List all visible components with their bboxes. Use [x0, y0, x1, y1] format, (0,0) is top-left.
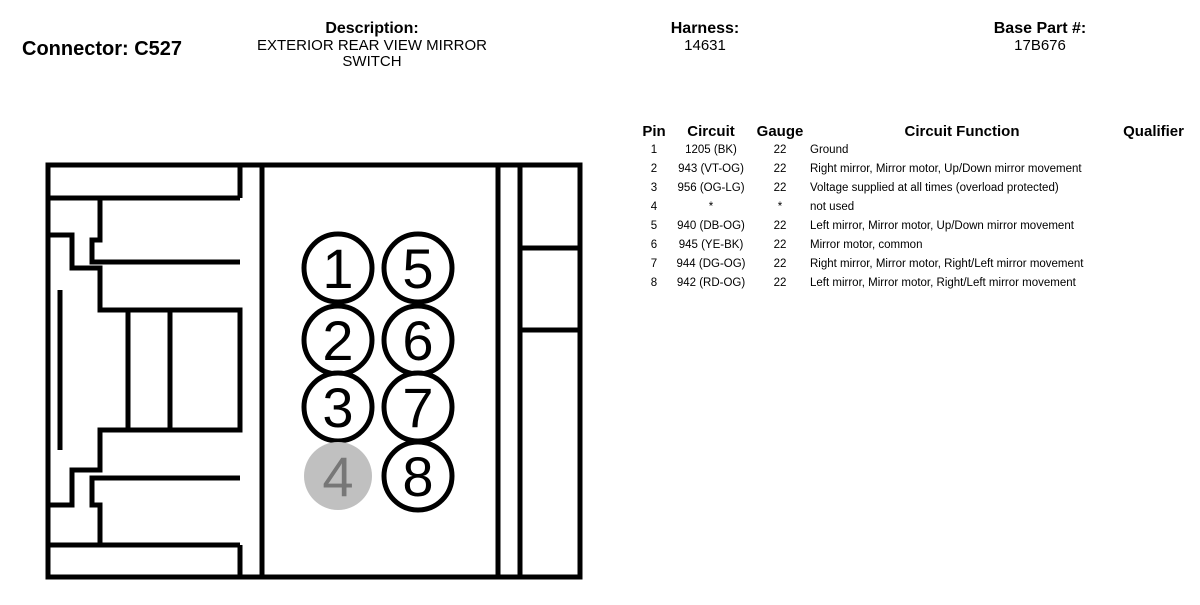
- cell-qualifier: [1114, 159, 1184, 178]
- cell-qualifier: [1114, 216, 1184, 235]
- cell-circuit-function: Left mirror, Mirror motor, Right/Left mi…: [810, 276, 1076, 289]
- table-row: 3 956 (OG-LG) 22 Voltage supplied at all…: [638, 178, 1184, 197]
- description-line-1: EXTERIOR REAR VIEW MIRROR: [256, 37, 488, 54]
- column-header-circuit: Circuit: [687, 123, 735, 140]
- base-part-block: Base Part #: 17B676: [970, 20, 1110, 54]
- harness-block: Harness: 14631: [640, 20, 770, 54]
- cell-circuit-function: Right mirror, Mirror motor, Right/Left m…: [810, 257, 1084, 270]
- cell-circuit-function: Ground: [810, 143, 849, 156]
- cell-qualifier: [1114, 178, 1184, 197]
- cell-gauge: 22: [773, 181, 787, 194]
- cell-circuit: *: [708, 200, 714, 213]
- cell-qualifier: [1114, 235, 1184, 254]
- harness-label: Harness:: [670, 20, 740, 37]
- cell-circuit-function: Mirror motor, common: [810, 238, 923, 251]
- pin-number-5: 5: [402, 237, 433, 300]
- description-label: Description:: [325, 20, 419, 37]
- cell-gauge: 22: [773, 219, 787, 232]
- connector-title: Connector: C527: [22, 38, 183, 60]
- connector-housing: [45, 162, 583, 580]
- cell-qualifier: [1114, 273, 1184, 292]
- column-header-circuit-function: Circuit Function: [904, 123, 1020, 140]
- cell-pin: 1: [650, 143, 658, 156]
- pin-number-7: 7: [402, 376, 433, 439]
- column-header-qualifier: Qualifier: [1123, 123, 1184, 140]
- table-row: 1 1205 (BK) 22 Ground: [638, 140, 1184, 159]
- cell-qualifier: [1114, 254, 1184, 273]
- housing-outer-outline: [45, 162, 583, 580]
- cell-circuit: 945 (YE-BK): [678, 238, 744, 251]
- cell-gauge: 22: [773, 143, 787, 156]
- cell-circuit-function: Left mirror, Mirror motor, Up/Down mirro…: [810, 219, 1074, 232]
- cell-gauge: *: [777, 200, 783, 213]
- cell-pin: 6: [650, 238, 658, 251]
- column-header-pin: Pin: [642, 123, 666, 140]
- cell-circuit-function: Right mirror, Mirror motor, Up/Down mirr…: [810, 162, 1082, 175]
- cell-pin: 5: [650, 219, 658, 232]
- cell-circuit: 1205 (BK): [685, 143, 737, 156]
- description-line-2: SWITCH: [342, 53, 402, 70]
- pin-number-4: 4: [322, 445, 353, 508]
- pin-number-2: 2: [322, 309, 353, 372]
- pin-number-8: 8: [402, 445, 433, 508]
- table-row: 6 945 (YE-BK) 22 Mirror motor, common: [638, 235, 1184, 254]
- pin-cavity-3: [301, 370, 375, 444]
- cell-circuit: 943 (VT-OG): [678, 162, 744, 175]
- upper-latch-arm: [89, 195, 240, 265]
- cell-circuit: 942 (RD-OG): [676, 276, 746, 289]
- cell-pin: 8: [650, 276, 658, 289]
- table-row: 7 944 (DG-OG) 22 Right mirror, Mirror mo…: [638, 254, 1184, 273]
- lower-latch-arm: [89, 475, 240, 548]
- cell-qualifier: [1114, 140, 1184, 159]
- pin-number-1: 1: [322, 237, 353, 300]
- description-block: Description: EXTERIOR REAR VIEW MIRROR S…: [232, 20, 512, 70]
- table-row: 4 * * not used: [638, 197, 1184, 216]
- cell-pin: 3: [650, 181, 658, 194]
- cell-gauge: 22: [773, 162, 787, 175]
- pin-number-3: 3: [322, 376, 353, 439]
- base-part-label: Base Part #:: [993, 20, 1087, 37]
- column-header-gauge: Gauge: [756, 123, 804, 140]
- pin-table: Pin Circuit Gauge Circuit Function Quali…: [638, 120, 1184, 292]
- table-row: 5 940 (DB-OG) 22 Left mirror, Mirror mot…: [638, 216, 1184, 235]
- table-row: 8 942 (RD-OG) 22 Left mirror, Mirror mot…: [638, 273, 1184, 292]
- table-row: 2 943 (VT-OG) 22 Right mirror, Mirror mo…: [638, 159, 1184, 178]
- cell-gauge: 22: [773, 257, 787, 270]
- cell-pin: 2: [650, 162, 658, 175]
- base-part-value: 17B676: [1014, 37, 1066, 54]
- pin-number-6: 6: [402, 309, 433, 372]
- cell-pin: 7: [650, 257, 658, 270]
- cell-gauge: 22: [773, 238, 787, 251]
- table-header-row: Pin Circuit Gauge Circuit Function Quali…: [638, 120, 1184, 140]
- cell-circuit: 944 (DG-OG): [676, 257, 746, 270]
- cell-gauge: 22: [773, 276, 787, 289]
- pin-cavity-1: [301, 231, 375, 305]
- key-tab: [48, 232, 243, 508]
- pin-cavity-5: [381, 231, 455, 305]
- cell-circuit-function: not used: [810, 200, 855, 213]
- pin-cavity-4: [304, 442, 372, 510]
- cell-circuit-function: Voltage supplied at all times (overload …: [810, 181, 1059, 194]
- harness-value: 14631: [684, 37, 726, 54]
- pin-cavity-8: [381, 439, 455, 513]
- cell-pin: 4: [650, 200, 658, 213]
- cell-qualifier: [1114, 197, 1184, 216]
- cell-circuit: 956 (OG-LG): [677, 181, 745, 194]
- cell-circuit: 940 (DB-OG): [677, 219, 745, 232]
